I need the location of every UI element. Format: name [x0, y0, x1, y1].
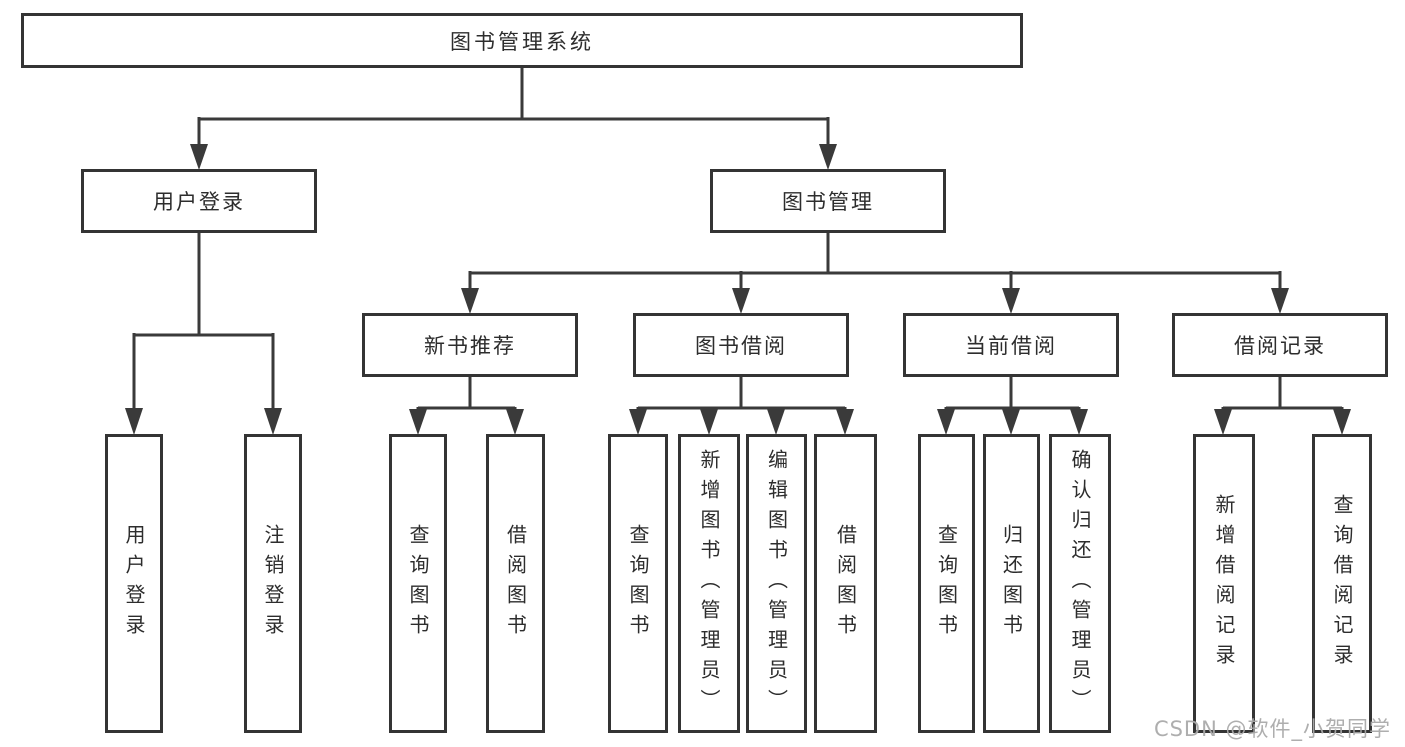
node-new-book-recommend: 新书推荐 — [362, 313, 578, 377]
leaf-logout-label: 注销登录 — [261, 523, 285, 644]
leaf-br-add-record: 新增借阅记录 — [1193, 434, 1255, 733]
node-book-management-label: 图书管理 — [782, 190, 874, 214]
leaf-bb-add-books-admin-label: 新增图书（管理员） — [697, 448, 721, 719]
node-current-borrow: 当前借阅 — [903, 313, 1119, 377]
node-root-label: 图书管理系统 — [450, 29, 594, 54]
node-book-borrow-label: 图书借阅 — [695, 334, 787, 358]
leaf-logout: 注销登录 — [244, 434, 302, 733]
leaf-bb-query-books-label: 查询图书 — [626, 523, 650, 644]
leaf-cb-return-books-label: 归还图书 — [999, 523, 1024, 644]
leaf-cb-query-books-label: 查询图书 — [934, 523, 959, 644]
node-borrow-records: 借阅记录 — [1172, 313, 1388, 377]
leaf-cb-confirm-return-admin: 确认归还（管理员） — [1049, 434, 1111, 733]
node-root: 图书管理系统 — [21, 13, 1023, 68]
node-user-login-label: 用户登录 — [153, 190, 245, 214]
arrowheads — [125, 144, 1351, 435]
leaf-bb-borrow-books: 借阅图书 — [814, 434, 877, 733]
leaf-user-login-label: 用户登录 — [122, 523, 146, 644]
node-new-book-recommend-label: 新书推荐 — [424, 334, 516, 358]
leaf-bb-query-books: 查询图书 — [608, 434, 668, 733]
node-borrow-records-label: 借阅记录 — [1234, 334, 1326, 358]
leaf-cb-return-books: 归还图书 — [983, 434, 1040, 733]
leaf-rec-borrow-books: 借阅图书 — [486, 434, 545, 733]
leaf-rec-query-books: 查询图书 — [389, 434, 447, 733]
leaf-rec-query-books-label: 查询图书 — [406, 523, 430, 644]
leaf-user-login: 用户登录 — [105, 434, 163, 733]
csdn-watermark: CSDN @软件_小贺同学 — [1153, 717, 1391, 741]
leaf-bb-edit-books-admin: 编辑图书（管理员） — [746, 434, 807, 733]
leaf-br-query-record-label: 查询借阅记录 — [1330, 493, 1354, 674]
leaf-bb-borrow-books-label: 借阅图书 — [833, 523, 858, 644]
leaf-cb-confirm-return-admin-label: 确认归还（管理员） — [1068, 448, 1092, 719]
leaf-cb-query-books: 查询图书 — [918, 434, 975, 733]
node-current-borrow-label: 当前借阅 — [965, 334, 1057, 358]
leaf-br-add-record-label: 新增借阅记录 — [1212, 493, 1236, 674]
node-book-borrow: 图书借阅 — [633, 313, 849, 377]
leaf-br-query-record: 查询借阅记录 — [1312, 434, 1372, 733]
leaf-bb-add-books-admin: 新增图书（管理员） — [678, 434, 740, 733]
leaf-rec-borrow-books-label: 借阅图书 — [503, 523, 528, 644]
node-user-login: 用户登录 — [81, 169, 317, 233]
node-book-management: 图书管理 — [710, 169, 946, 233]
leaf-bb-edit-books-admin-label: 编辑图书（管理员） — [764, 448, 789, 719]
